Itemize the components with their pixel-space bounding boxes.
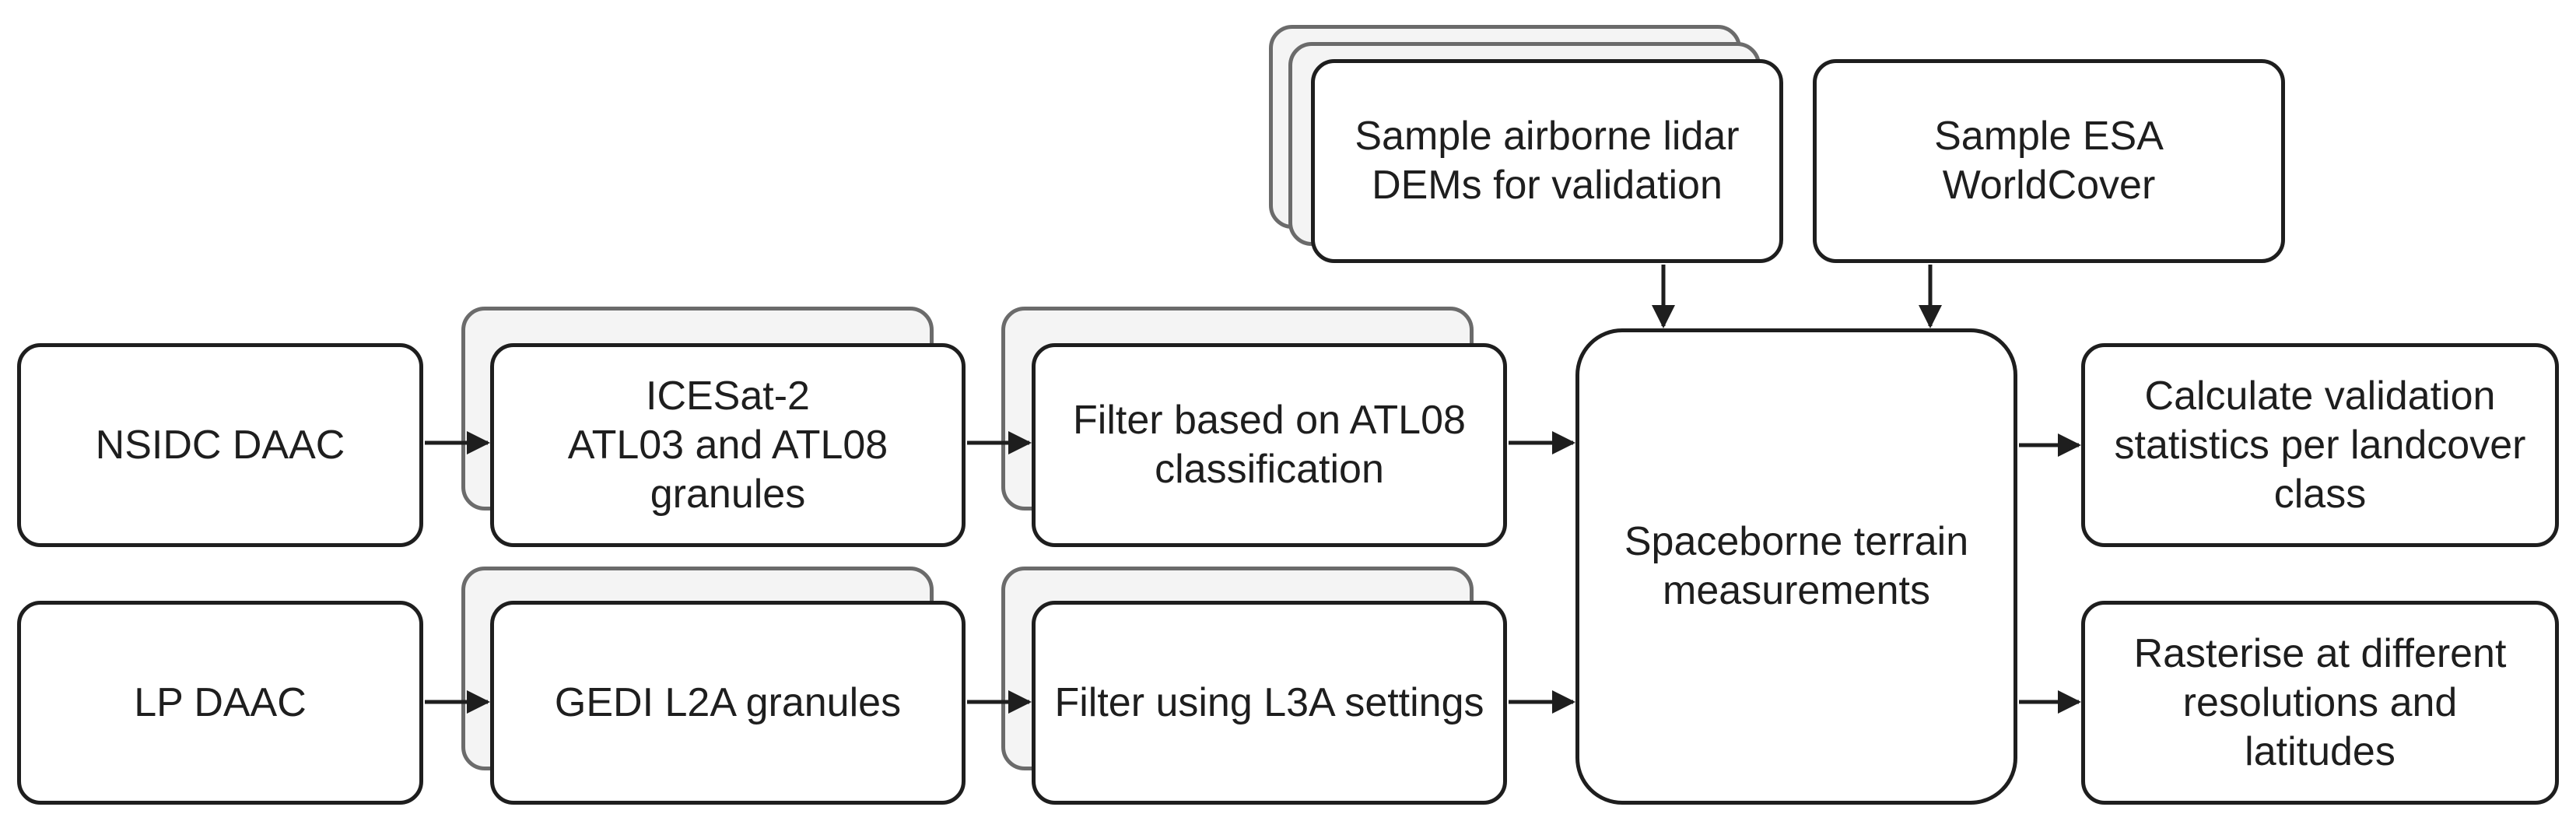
icesat-granules-label: ICESat-2 ATL03 and ATL08 granules	[567, 373, 888, 517]
sample-esa-label: Sample ESA WorldCover	[1934, 114, 2164, 208]
lp-daac-box: LP DAAC	[17, 601, 423, 805]
lp-daac-label: LP DAAC	[134, 679, 307, 725]
gedi-granules-label: GEDI L2A granules	[554, 679, 902, 725]
spaceborne-terrain-label: Spaceborne terrain measurements	[1624, 519, 1969, 613]
spaceborne-terrain-box: Spaceborne terrain measurements	[1575, 328, 2017, 805]
nsidc-daac-box: NSIDC DAAC	[17, 343, 423, 547]
filter-l3a-label: Filter using L3A settings	[1054, 679, 1484, 725]
sample-lidar-box: Sample airborne lidar DEMs for validatio…	[1311, 59, 1783, 263]
calc-stats-label: Calculate validation statistics per land…	[2114, 373, 2526, 517]
filter-atl08-label: Filter based on ATL08 classification	[1073, 398, 1466, 492]
icesat-granules-box: ICESat-2 ATL03 and ATL08 granules	[490, 343, 966, 547]
sample-esa-box: Sample ESA WorldCover	[1813, 59, 2285, 263]
calc-stats-box: Calculate validation statistics per land…	[2081, 343, 2559, 547]
gedi-granules-box: GEDI L2A granules	[490, 601, 966, 805]
rasterise-label: Rasterise at different resolutions and l…	[2133, 630, 2507, 774]
rasterise-box: Rasterise at different resolutions and l…	[2081, 601, 2559, 805]
nsidc-daac-label: NSIDC DAAC	[95, 422, 345, 468]
filter-l3a-box: Filter using L3A settings	[1032, 601, 1507, 805]
sample-lidar-label: Sample airborne lidar DEMs for validatio…	[1355, 114, 1740, 208]
filter-atl08-box: Filter based on ATL08 classification	[1032, 343, 1507, 547]
